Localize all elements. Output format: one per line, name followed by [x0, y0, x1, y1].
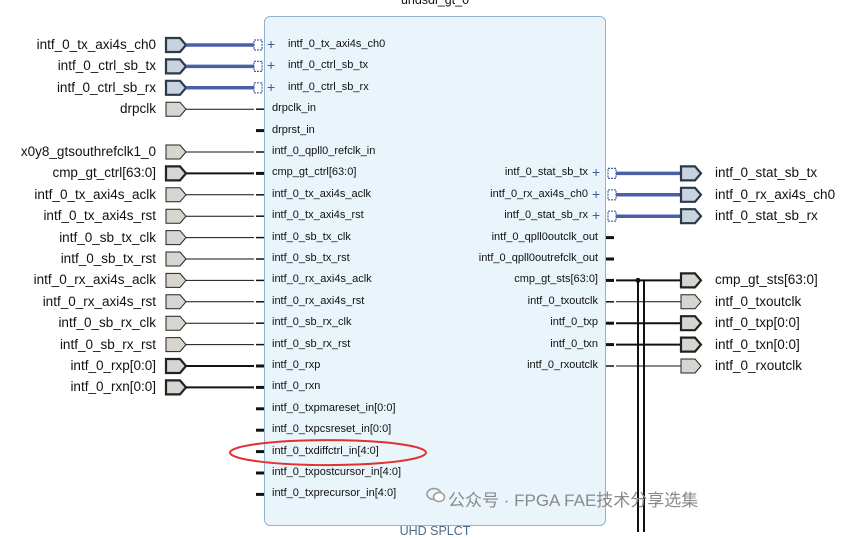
- right-port-5-label: cmp_gt_sts[63:0]: [715, 272, 818, 288]
- left-port-14-pin: intf_0_sb_rx_rst: [272, 337, 351, 350]
- left-port-10-pin: intf_0_sb_tx_rst: [272, 252, 350, 264]
- right-port-5-connector: [679, 272, 703, 289]
- right-port-1-bus-stub: [607, 189, 617, 201]
- left-port-14-label: intf_0_sb_rx_rst: [59, 336, 156, 352]
- left-port-16-label: intf_0_rxn[0:0]: [70, 379, 156, 395]
- left-port-11-connector: [165, 272, 187, 288]
- right-port-6-label: intf_0_txoutclk: [715, 293, 802, 309]
- left-port-7-label: intf_0_tx_axi4s_aclk: [34, 186, 156, 202]
- right-port-7-connector: [679, 315, 703, 332]
- left-port-0-expand-icon[interactable]: +: [267, 36, 276, 52]
- right-port-9-connector: [680, 358, 702, 374]
- right-port-3-pin: intf_0_qpll0outclk_out: [491, 230, 598, 243]
- left-port-17-pin: intf_0_txpmareset_in[0:0]: [272, 401, 396, 414]
- left-port-21-pin: intf_0_txprecursor_in[4:0]: [272, 487, 397, 500]
- left-port-13-label: intf_0_sb_rx_clk: [58, 315, 156, 331]
- right-port-0-connector: [679, 165, 703, 182]
- wechat-icon: [426, 487, 446, 503]
- left-port-0-bus-stub: [253, 39, 263, 51]
- left-port-4-pin: drprst_in: [272, 123, 315, 136]
- left-port-2-expand-icon[interactable]: +: [267, 78, 276, 95]
- right-port-2-expand-icon[interactable]: +: [592, 207, 601, 224]
- left-port-2-connector: [164, 79, 188, 96]
- net-junction: [635, 277, 641, 283]
- left-port-0-label: intf_0_tx_axi4s_ch0: [36, 37, 156, 52]
- left-port-20-pin: intf_0_txpostcursor_in[4:0]: [272, 466, 402, 478]
- left-port-11-pin: intf_0_rx_axi4s_aclk: [272, 273, 372, 286]
- left-port-6-label: cmp_gt_ctrl[63:0]: [52, 165, 156, 181]
- right-port-0-pin: intf_0_stat_sb_tx: [504, 166, 588, 179]
- left-port-11-label: intf_0_rx_axi4s_aclk: [33, 272, 156, 288]
- left-port-3-pin: drpclk_in: [272, 102, 317, 115]
- left-port-5-pin: intf_0_qpll0_refclk_in: [272, 145, 376, 157]
- right-port-6-pin: intf_0_txoutclk: [527, 294, 598, 307]
- left-port-15-pin: intf_0_rxp: [272, 359, 321, 371]
- right-port-0-expand-icon[interactable]: +: [592, 164, 601, 181]
- left-port-19-pin: intf_0_txdiffctrl_in[4:0]: [272, 444, 379, 457]
- left-port-8-connector: [165, 208, 187, 224]
- watermark: 公众号 · FPGA FAE技术分享选集: [448, 491, 699, 510]
- left-port-5-connector: [165, 144, 187, 160]
- right-port-2-bus-stub: [607, 210, 617, 222]
- right-port-6-connector: [680, 294, 702, 310]
- left-port-9-connector: [165, 230, 187, 246]
- block-title: uhdsdi_gt_0: [400, 0, 470, 7]
- right-port-8-pin: intf_0_txn: [550, 337, 598, 350]
- left-port-2-label: intf_0_ctrl_sb_rx: [56, 79, 156, 95]
- left-port-0-pin: intf_0_tx_axi4s_ch0: [288, 38, 386, 50]
- left-port-15-connector: [164, 357, 188, 375]
- right-port-2-pin: intf_0_stat_sb_rx: [504, 209, 588, 222]
- left-port-1-pin: intf_0_ctrl_sb_tx: [288, 59, 369, 72]
- left-port-7-pin: intf_0_tx_axi4s_aclk: [272, 187, 372, 200]
- left-port-16-pin: intf_0_rxn: [272, 380, 321, 393]
- left-port-1-expand-icon[interactable]: +: [267, 57, 276, 74]
- right-port-1-pin: intf_0_rx_axi4s_ch0: [490, 187, 588, 200]
- right-port-1-expand-icon[interactable]: +: [592, 185, 601, 202]
- left-port-8-label: intf_0_tx_axi4s_rst: [43, 208, 156, 224]
- left-port-6-connector: [164, 165, 188, 182]
- left-port-14-connector: [165, 337, 187, 353]
- left-port-7-connector: [165, 187, 187, 203]
- right-port-1-connector: [679, 186, 703, 203]
- left-port-2-pin: intf_0_ctrl_sb_rx: [288, 80, 369, 93]
- left-port-5-label: x0y8_gtsouthrefclk1_0: [20, 144, 156, 159]
- right-port-0-bus-stub: [607, 167, 617, 179]
- left-port-3-connector: [165, 101, 187, 117]
- left-port-12-pin: intf_0_rx_axi4s_rst: [272, 294, 365, 307]
- left-port-18-pin: intf_0_txpcsreset_in[0:0]: [272, 423, 392, 436]
- left-port-15-label: intf_0_rxp[0:0]: [70, 358, 156, 373]
- left-port-1-bus-stub: [253, 60, 263, 73]
- right-port-2-connector: [679, 208, 703, 225]
- right-port-5-pin: cmp_gt_sts[63:0]: [514, 273, 598, 286]
- right-port-7-pin: intf_0_txp: [550, 316, 598, 329]
- left-port-12-label: intf_0_rx_axi4s_rst: [42, 293, 156, 309]
- left-port-9-pin: intf_0_sb_tx_clk: [272, 230, 351, 243]
- left-port-9-label: intf_0_sb_tx_clk: [59, 229, 156, 245]
- right-port-9-label: intf_0_rxoutclk: [715, 358, 803, 373]
- left-port-13-connector: [165, 315, 187, 331]
- left-port-3-label: drpclk: [119, 101, 156, 117]
- left-port-6-pin: cmp_gt_ctrl[63:0]: [272, 166, 357, 179]
- right-port-0-label: intf_0_stat_sb_tx: [715, 165, 818, 181]
- right-port-8-label: intf_0_txn[0:0]: [715, 336, 800, 352]
- left-port-10-label: intf_0_sb_tx_rst: [60, 251, 156, 266]
- right-port-8-connector: [679, 336, 703, 353]
- right-port-4-pin: intf_0_qpll0outrefclk_out: [478, 252, 598, 264]
- left-port-1-label: intf_0_ctrl_sb_tx: [57, 58, 156, 74]
- left-port-12-connector: [165, 294, 187, 310]
- highlight-ellipse: [229, 439, 427, 467]
- left-port-8-pin: intf_0_tx_axi4s_rst: [272, 209, 364, 222]
- right-port-1-label: intf_0_rx_axi4s_ch0: [715, 186, 836, 202]
- left-port-16-connector: [164, 379, 188, 396]
- right-port-2-label: intf_0_stat_sb_rx: [715, 208, 818, 224]
- left-port-0-connector: [164, 36, 188, 54]
- right-port-9-pin: intf_0_rxoutclk: [527, 359, 598, 371]
- left-port-13-pin: intf_0_sb_rx_clk: [272, 316, 352, 329]
- right-port-7-label: intf_0_txp[0:0]: [715, 315, 800, 331]
- left-port-10-connector: [165, 251, 187, 267]
- left-port-1-connector: [164, 58, 188, 75]
- left-port-2-bus-stub: [253, 82, 263, 94]
